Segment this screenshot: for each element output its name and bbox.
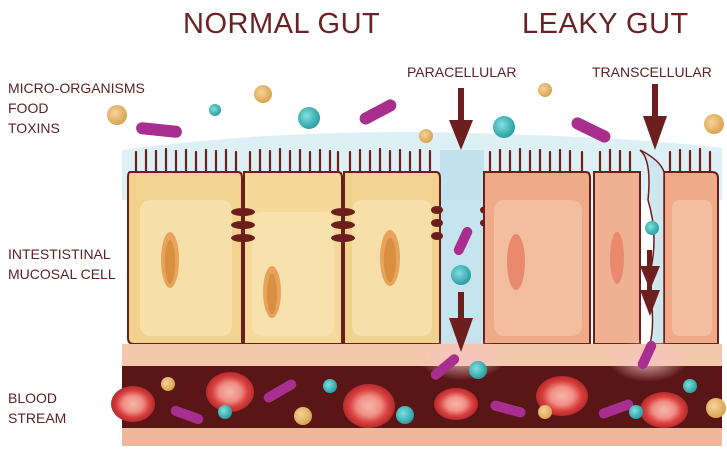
leaky-gut-title: LEAKY GUT xyxy=(522,8,689,41)
toxin xyxy=(218,405,232,419)
nucleus xyxy=(610,232,624,284)
toxin xyxy=(629,405,643,419)
tight-junction xyxy=(331,208,355,242)
tight-junction xyxy=(231,208,255,242)
red-blood-cell xyxy=(434,388,478,420)
food-particle xyxy=(161,377,175,391)
normal-epithelium xyxy=(128,172,492,344)
toxin xyxy=(298,107,320,129)
nucleus xyxy=(165,240,175,284)
toxin xyxy=(493,116,515,138)
blood-label-line2: STREAM xyxy=(8,408,66,428)
food-particle xyxy=(294,407,312,425)
toxin xyxy=(683,379,697,393)
food-particle xyxy=(538,405,552,419)
red-blood-cell xyxy=(206,372,254,412)
bacterium xyxy=(358,97,399,126)
food-particle xyxy=(254,85,272,103)
toxin xyxy=(469,361,487,379)
mucosal-label-line1: INTESTISTINAL xyxy=(8,244,116,264)
red-blood-cell xyxy=(111,386,155,422)
blood-stream-label: BLOOD STREAM xyxy=(8,388,66,428)
red-blood-cell xyxy=(640,392,688,428)
paracellular-label: PARACELLULAR xyxy=(407,62,516,82)
normal-cell-inner-1 xyxy=(140,200,232,336)
microorganisms-label: MICRO-ORGANISMS xyxy=(8,78,145,98)
normal-cell-inner-2 xyxy=(252,212,334,336)
food-particle xyxy=(704,114,724,134)
toxin xyxy=(645,221,659,235)
normal-gut-title: NORMAL GUT xyxy=(183,8,380,41)
luminal-contents-label: MICRO-ORGANISMS FOOD TOXINS xyxy=(8,78,145,138)
mucosal-label-line2: MUCOSAL CELL xyxy=(8,264,116,284)
food-label: FOOD xyxy=(8,98,145,118)
leaky-epithelium xyxy=(484,150,718,344)
toxin xyxy=(209,104,221,116)
food-particle xyxy=(538,83,552,97)
food-particle xyxy=(419,129,433,143)
leaky-cell-inner-2 xyxy=(672,200,712,336)
blood-label-line1: BLOOD xyxy=(8,388,66,408)
red-blood-cell xyxy=(343,384,395,428)
nucleus xyxy=(267,274,277,314)
nucleus xyxy=(507,234,525,290)
food-particle xyxy=(706,398,726,418)
leaky-cell-inner-1 xyxy=(494,200,582,336)
toxins-label: TOXINS xyxy=(8,118,145,138)
toxin xyxy=(323,379,337,393)
toxin xyxy=(451,265,471,285)
mucosal-cell-label: INTESTISTINAL MUCOSAL CELL xyxy=(8,244,116,284)
blood-vessel-edge xyxy=(122,428,722,446)
toxin xyxy=(396,406,414,424)
transcellular-label: TRANSCELLULAR xyxy=(592,62,712,82)
nucleus xyxy=(384,238,396,282)
